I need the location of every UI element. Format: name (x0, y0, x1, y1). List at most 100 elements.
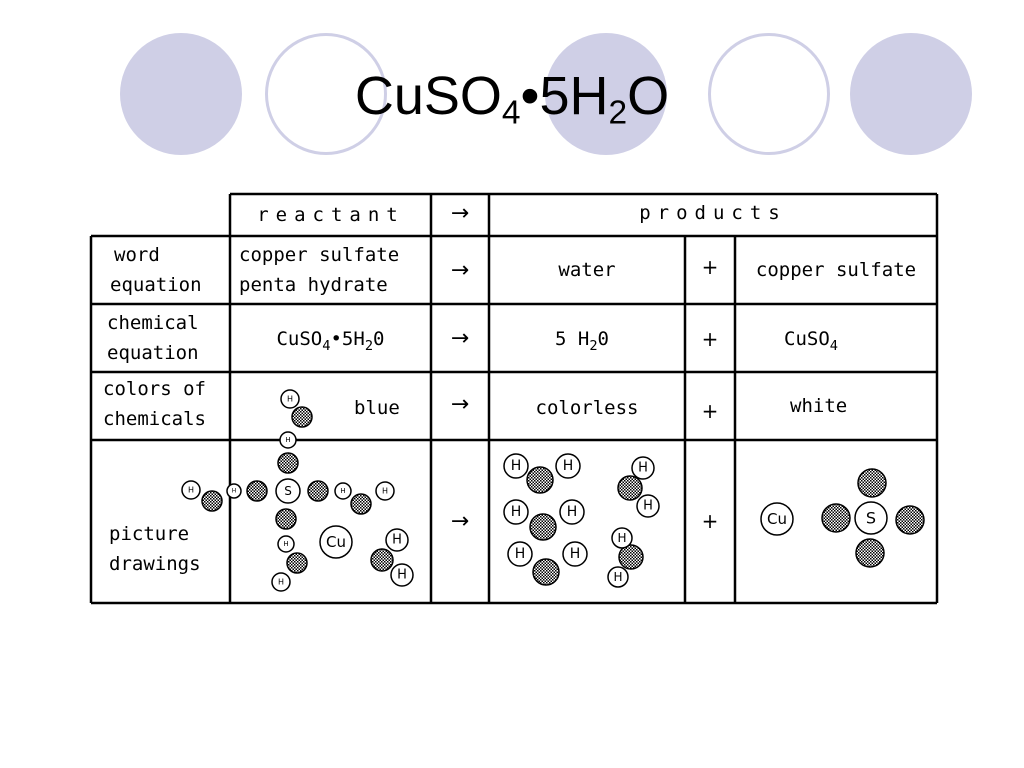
header-arrow: → (450, 201, 470, 226)
oxygen-atom (275, 508, 297, 530)
hydrogen-atom (559, 499, 585, 525)
decorative-circle-5 (850, 33, 972, 155)
reactant-formula: CuSO4•5H20 (276, 328, 385, 354)
hydrogen-atom (607, 566, 629, 588)
atom-label: H (340, 487, 345, 495)
atom-label: H (287, 395, 293, 404)
atom-label: H (188, 486, 194, 495)
atom-label: H (515, 546, 526, 562)
oxygen-atom (370, 548, 394, 572)
pentahydrate-drawing (181, 389, 414, 592)
plus-pictures: + (701, 509, 719, 533)
plus-chemical: + (701, 327, 719, 351)
atom-label: H (283, 540, 288, 548)
atom-label: H (392, 533, 402, 548)
hydrogen-atom (279, 431, 297, 449)
water-drawing (503, 453, 660, 588)
atom-label: H (278, 578, 284, 587)
copper-sulfate-drawing (760, 468, 925, 568)
product2-word: copper sulfate (755, 259, 917, 281)
atom-label: S (284, 484, 292, 498)
decorative-circle-2 (265, 33, 387, 155)
hydrogen-atom (385, 528, 409, 552)
atom-label: H (613, 570, 622, 584)
hydrogen-atom (280, 389, 300, 409)
oxygen-atom (617, 475, 643, 501)
plus-word: + (701, 255, 719, 279)
oxygen-atom (350, 493, 372, 515)
hydrogen-atom (562, 541, 588, 567)
atom-label: Cu (767, 510, 787, 528)
arrow-pictures: → (450, 509, 470, 534)
hydrogen-atom (334, 482, 352, 500)
header-products: products (639, 202, 787, 224)
reactant-color: blue (354, 397, 400, 419)
decorative-circle-3 (545, 33, 667, 155)
arrow-chemical: → (450, 326, 470, 351)
atom-label: H (382, 487, 388, 496)
product2-formula: CuSO4 (784, 328, 838, 354)
hydrogen-atom (507, 541, 533, 567)
oxygen-atom (277, 452, 299, 474)
hydrogen-atom (631, 456, 655, 480)
oxygen-atom (307, 480, 329, 502)
atom-label: S (866, 509, 876, 528)
atom-label: H (397, 568, 407, 583)
copper-atom (760, 502, 794, 536)
hydrogen-atom (390, 563, 414, 587)
atom-label: H (563, 458, 574, 474)
hydrogen-atom (611, 527, 633, 549)
oxygen-atom (618, 544, 644, 570)
oxygen-atom (857, 468, 887, 498)
oxygen-atom (532, 558, 560, 586)
oxygen-atom (529, 513, 557, 541)
sulfur-atom (854, 501, 888, 535)
atom-label: H (638, 461, 648, 476)
oxygen-atom (291, 406, 313, 428)
atom-label: H (570, 546, 581, 562)
oxygen-atom (286, 552, 308, 574)
hydrogen-atom (226, 483, 242, 499)
arrow-colors: → (450, 392, 470, 417)
hydrogen-atom (277, 535, 295, 553)
atom-label: H (285, 436, 290, 444)
arrow-word: → (450, 258, 470, 283)
oxygen-atom (855, 538, 885, 568)
sulfur-atom (275, 478, 301, 504)
oxygen-atom (821, 503, 851, 533)
oxygen-atom (526, 466, 554, 494)
atom-label: H (232, 488, 237, 495)
hydrogen-atom (503, 499, 529, 525)
hydrogen-atom (503, 453, 529, 479)
slide-title: CuSO4•5H2O (354, 66, 670, 132)
atom-label: H (643, 499, 653, 514)
hydrogen-atom (555, 453, 581, 479)
hydrogen-atom (636, 494, 660, 518)
atom-label: Cu (326, 533, 346, 551)
product1-formula: 5 H20 (554, 328, 609, 354)
oxygen-atom (246, 480, 268, 502)
decorative-circle-4 (708, 33, 830, 155)
oxygen-atom (895, 505, 925, 535)
product1-word: water (558, 259, 616, 281)
hydrogen-atom (271, 572, 291, 592)
atom-label: H (567, 504, 578, 520)
atom-label: H (511, 458, 522, 474)
decorative-circle-1 (120, 33, 242, 155)
hydrogen-atom (181, 480, 201, 500)
plus-colors: + (701, 399, 719, 423)
header-reactant: reactant (257, 204, 405, 226)
oxygen-atom (201, 490, 223, 512)
atom-label: H (617, 531, 626, 545)
atom-label: H (511, 504, 522, 520)
product1-color: colorless (535, 397, 639, 419)
copper-atom (319, 525, 353, 559)
hydrogen-atom (375, 481, 395, 501)
